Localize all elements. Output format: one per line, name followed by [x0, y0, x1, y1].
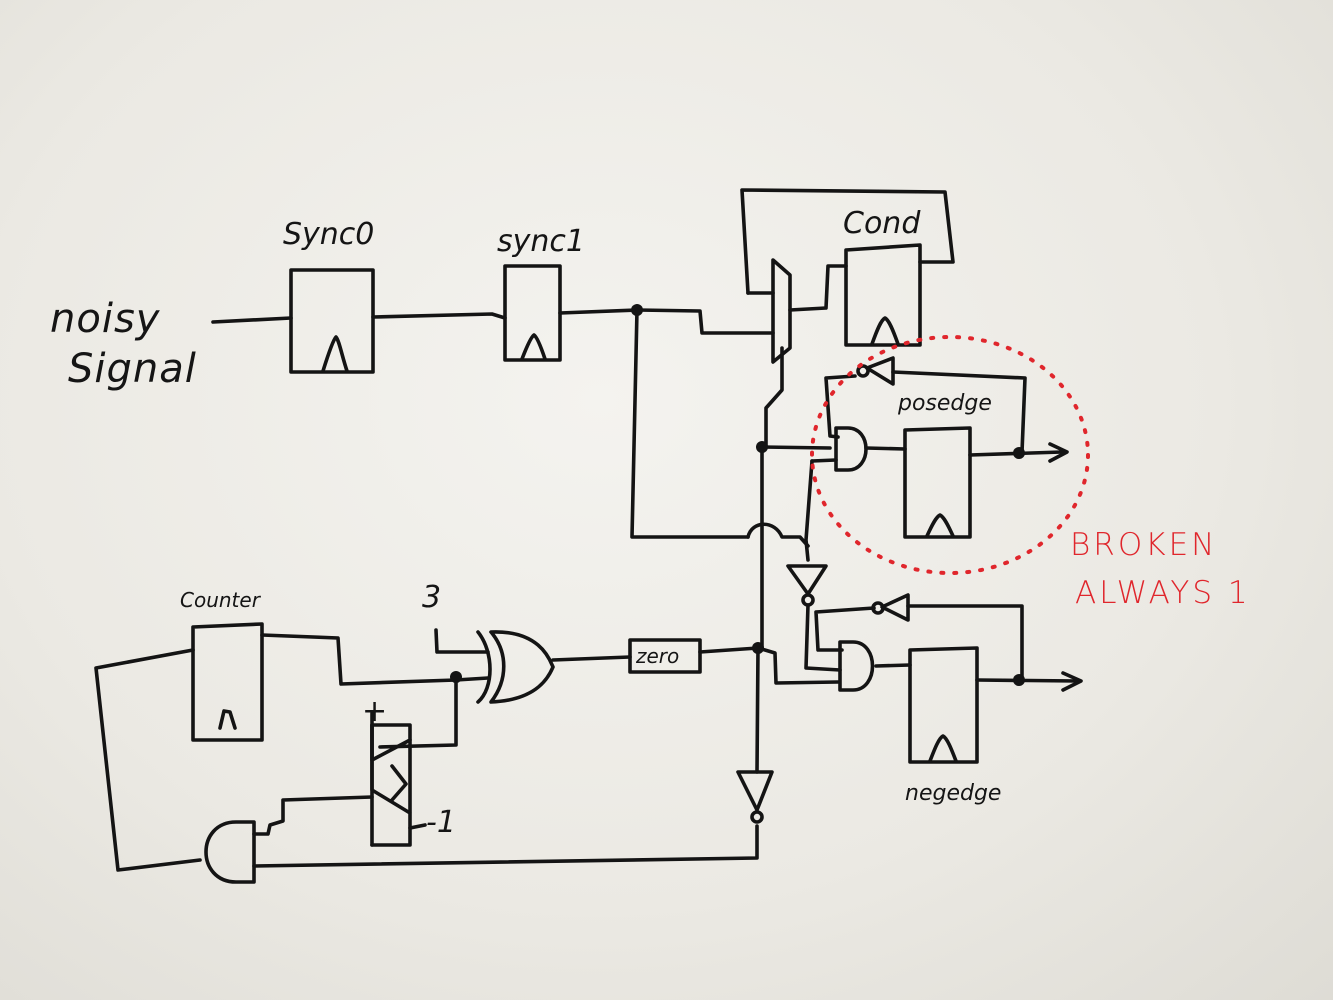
negedge-label: negedge	[905, 781, 1001, 806]
decrementer	[370, 711, 412, 847]
decrementer-minus1-wire	[408, 823, 427, 830]
sync1-flipflop	[503, 264, 562, 362]
zero-comparator	[628, 638, 702, 674]
counter-and-gate	[204, 820, 256, 884]
cond-bus	[752, 346, 840, 774]
sync1-output-wire	[558, 304, 810, 548]
cond-flipflop	[844, 243, 922, 347]
posedge-feedback-inverter	[856, 356, 1027, 454]
sync0-flipflop	[289, 268, 375, 374]
negedge-and-gate	[838, 640, 875, 692]
minus1-label: -1	[426, 805, 456, 840]
posedge-and-gate	[834, 426, 868, 472]
posedge-flipflop	[864, 426, 972, 539]
signal-label: Signal	[68, 346, 197, 392]
counter-output-wire	[260, 633, 490, 749]
const3-wire	[434, 628, 490, 654]
const3-label: 3	[422, 580, 441, 615]
cond-feedback-loop	[740, 188, 955, 312]
negedge-flipflop	[874, 646, 979, 764]
zero-output-wire	[698, 646, 760, 654]
input-wire	[211, 316, 293, 324]
junction-dot	[1013, 674, 1025, 686]
sync0-label: Sync0	[283, 217, 374, 252]
posedge-output	[968, 442, 1069, 463]
broken-note-line1: BROKEN	[1070, 527, 1217, 563]
sync1-label: sync1	[497, 224, 585, 259]
negedge-output	[975, 671, 1083, 692]
junction-dot	[1013, 447, 1025, 459]
posedge-label: posedge	[897, 391, 992, 416]
cond-mux	[771, 258, 792, 364]
noisy-label: noisy	[50, 296, 161, 342]
negedge-feedback-inverter	[871, 593, 1024, 680]
wire-sync0-sync1	[371, 312, 507, 320]
xor-gate	[476, 630, 555, 704]
xor-to-zero-wire	[551, 655, 632, 662]
zero-label: zero	[635, 644, 679, 668]
plus-label: +	[362, 694, 387, 729]
bottom-inverter	[736, 770, 774, 824]
counter-flipflop	[191, 622, 264, 742]
cond-label: Cond	[843, 206, 921, 241]
mid-inverter	[786, 564, 842, 672]
broken-highlight-ring	[810, 335, 1090, 575]
counter-loop-wires	[94, 648, 759, 872]
broken-note-line2: ALWAYS 1	[1075, 575, 1251, 611]
negedge-inputs	[814, 606, 876, 652]
posedge-inputs	[804, 374, 857, 562]
counter-label: Counter	[180, 588, 262, 612]
